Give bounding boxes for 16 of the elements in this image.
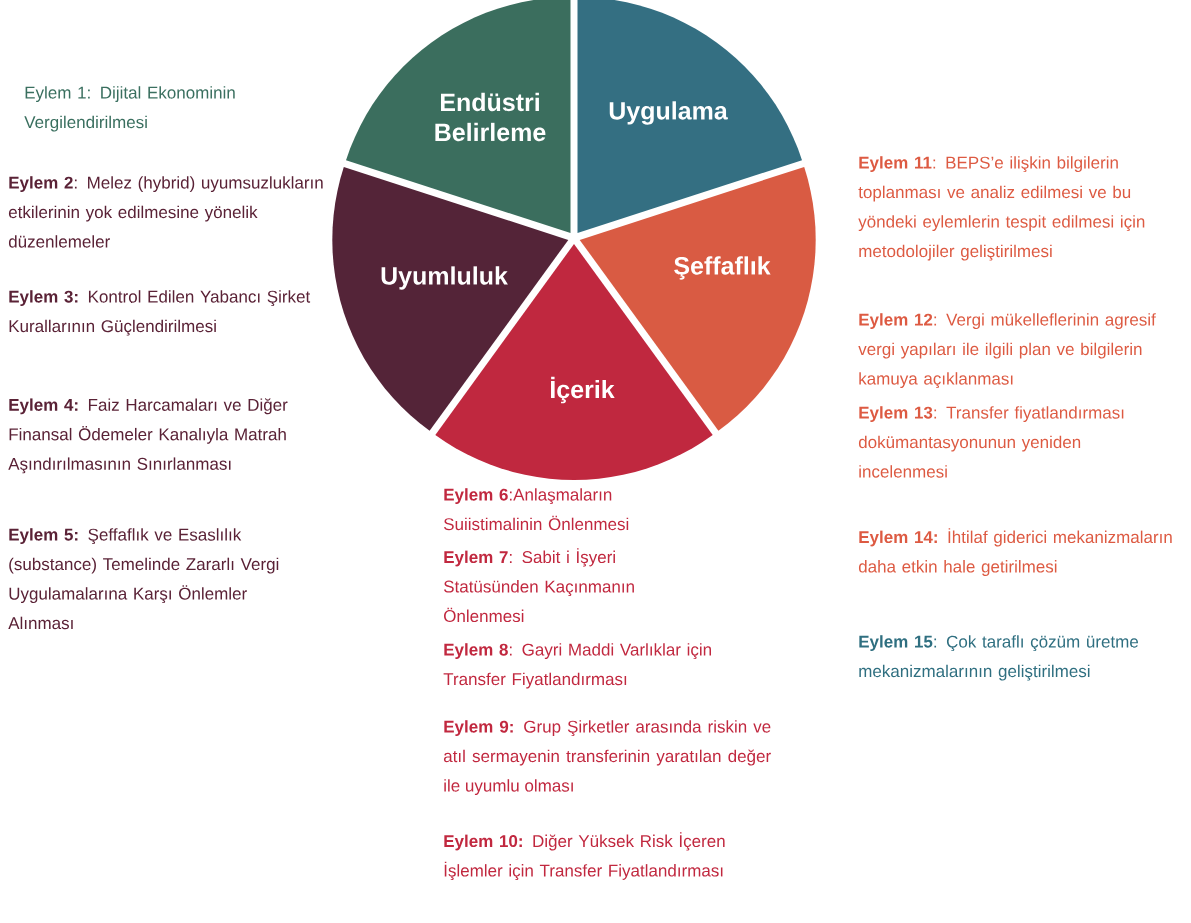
action-text: Eylem 13: Transfer fiyatlandırması dokümantasyonunun yeniden incelenmesi: [858, 406, 1124, 478]
action-text: Eylem 5: Şeffaflık ve Esaslılık (substance) Temelinde Zararlı Vergi Uygulamalarına Karşı Önlemler Alınması: [8, 528, 279, 630]
pie-slice: Endüstri Belirleme: [346, 0, 571, 234]
action-text: Eylem 9: Grup Şirketler arasında riskin ve atıl sermayenin transferinin yaratılan değer ile uyumlu olması: [443, 720, 771, 796]
action-text: Eylem 4: Faiz Harcamaları ve Diğer Finansal Ödemeler Kanalıyla Matrah Aşındırılmasının Sınırlanması: [8, 398, 288, 474]
action-text: Eylem 10: Diğer Yüksek Risk İçeren İşlemler için Transfer Fiyatlandırması: [444, 832, 725, 881]
action-text: Eylem 15: Çok taraflı çözüm üretme mekanizmalarının geliştirilmesi: [859, 635, 1139, 681]
action-text: Eylem 14: İhtilaf giderici mekanizmaların daha etkin hale getirilmesi: [858, 528, 1172, 576]
action-text: Eylem 12: Vergi mükelleflerinin agresif vergi yapıları ile ilgili plan ve bilgilerin kamuya açıklanması: [858, 313, 1156, 389]
pie-slice: Uygulama: [577, 0, 802, 234]
action-text: Eylem 8: Gayri Maddi Varlıklar için Transfer Fiyatlandırması: [443, 643, 711, 689]
action-text: Eylem 3: Kontrol Edilen Yabancı Şirket Kurallarının Güçlendirilmesi: [9, 290, 311, 336]
action-text: Eylem 7: Sabit i İşyeri Statüsünden Kaçınmanın Önlenmesi: [444, 548, 634, 623]
action-text: Eylem 1: Dijital Ekonominin Vergilendirilmesi: [24, 86, 235, 132]
action-text: Eylem 2: Melez (hybrid) uyumsuzlukların etkilerinin yok edilmesine yönelik düzenlemeler: [8, 176, 323, 248]
action-text: Eylem 11: BEPS’e ilişkin bilgilerin toplanması ve analiz edilmesi ve bu yöndeki eylemlerin tespit edilmesi için metodolojiler geliştirilmesi: [858, 156, 1145, 261]
